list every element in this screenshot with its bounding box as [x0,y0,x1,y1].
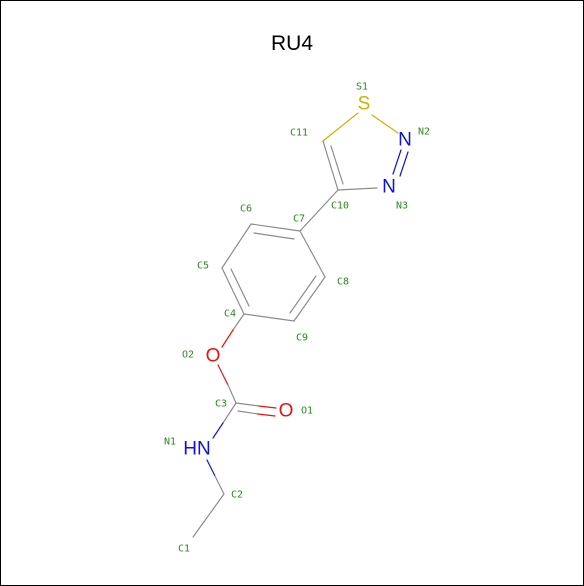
atom-n1-index: N1 [164,437,176,448]
bond-c3-n1-blue [212,422,224,439]
atom-s1-index: S1 [356,82,368,93]
bond-c7-c6-inner [253,232,295,240]
atom-symbols: S N N O O HN [183,94,412,460]
bond-c3-o1-red [258,405,277,409]
bond-c4-o2 [232,313,245,331]
atom-c3-index: C3 [215,399,227,410]
bond-c8-c7 [299,230,326,278]
bond-c11-c10 [322,140,339,191]
atom-c11-index: C11 [290,128,308,139]
atom-c4-index: C4 [224,309,236,320]
atom-n1-symbol: HN [183,439,210,460]
bond-c10-c7 [299,189,339,232]
bond-c5-c4-inner [230,268,250,307]
bond-c6-c5 [221,223,252,269]
bond-o2-c3 [227,384,237,404]
bond-c3-o1-b [237,410,259,415]
atom-n3-symbol: N [382,177,396,198]
atom-c7-index: C7 [293,214,305,225]
atom-n2-symbol: N [398,130,412,151]
bond-n2-n3-a [392,149,402,175]
bond-c11-c10-inner [330,145,344,185]
bond-n1-c2-blue [206,459,216,477]
bond-c3-o1 [235,402,260,407]
bonds [192,112,409,538]
bond-c9-c8-inner [289,275,317,314]
atom-o1-symbol: O [279,401,294,422]
bond-c5-c4 [221,267,245,315]
bond-s1-n2 [371,114,399,134]
bond-s1-c11 [322,112,359,142]
bond-c9-c8 [293,276,326,322]
atom-o2-symbol: O [206,346,221,367]
bond-c4-o2-red [221,329,234,348]
atom-o1-index: O1 [301,406,313,417]
bond-o2-c3-red [217,364,229,386]
atom-s1-symbol: S [358,94,371,115]
bond-c10-n3 [337,187,378,191]
atom-c1-index: C1 [178,544,190,555]
bond-c3-n1 [222,402,237,424]
bond-n1-c2 [214,475,225,495]
atom-c6-index: C6 [240,204,252,215]
atom-c9-index: C9 [296,333,308,344]
bond-c3-o1-b-red [257,413,276,417]
bond-c7-c6 [250,223,301,232]
atom-c10-index: C10 [331,201,349,212]
molecule-title: RU4 [270,32,313,55]
atom-indices: S1 N2 C11 C10 N3 C6 C7 C5 C8 C4 C9 O2 C3… [164,82,430,555]
atom-c8-index: C8 [337,277,349,288]
atom-n2-index: N2 [418,127,430,138]
bond-n2-n3-b [399,151,409,177]
bond-c4-c9 [243,313,295,322]
bond-c2-c1 [192,493,225,538]
atom-c2-index: C2 [231,490,243,501]
atom-n3-index: N3 [396,201,408,212]
atom-o2-index: O2 [182,350,194,361]
atom-c5-index: C5 [197,261,209,272]
